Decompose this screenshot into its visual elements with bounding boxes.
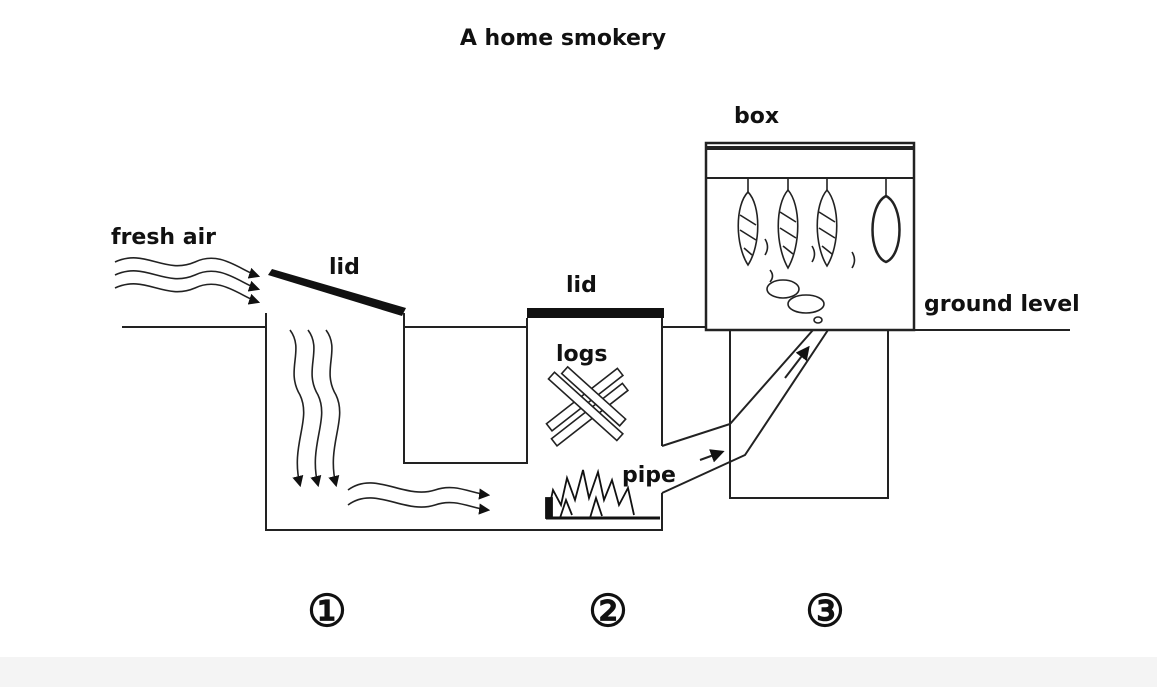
left-lid [268,269,406,316]
fresh-air-arrows [114,257,261,305]
label-pipe: pipe [622,463,676,488]
diagram-title: A home smokery [460,26,666,51]
stage-2-number: ② [588,586,627,637]
smokery-diagram: A home smokery [111,26,1080,637]
smoke-pipe [661,329,829,494]
stage-3-number: ③ [805,586,844,637]
channel-air-arrows [347,482,491,515]
box-stand [729,330,889,499]
down-air-arrows [289,329,341,488]
label-box: box [734,104,779,129]
label-fresh-air: fresh air [111,225,216,250]
air-chamber [265,313,663,531]
stage-1-number: ① [307,586,346,637]
stage-markers [308,594,844,632]
hanging-food [737,178,901,283]
middle-lid [527,308,664,318]
fire [545,468,660,520]
logs [545,365,630,447]
label-ground-level: ground level [924,292,1080,317]
ground-line [122,326,1070,331]
label-lid-left: lid [329,255,360,280]
label-logs: logs [556,342,608,367]
smoking-box [704,141,916,332]
diagram-canvas: A home smokery [0,0,1157,657]
label-lid-middle: lid [566,273,597,298]
smoke-puffs [766,279,825,324]
